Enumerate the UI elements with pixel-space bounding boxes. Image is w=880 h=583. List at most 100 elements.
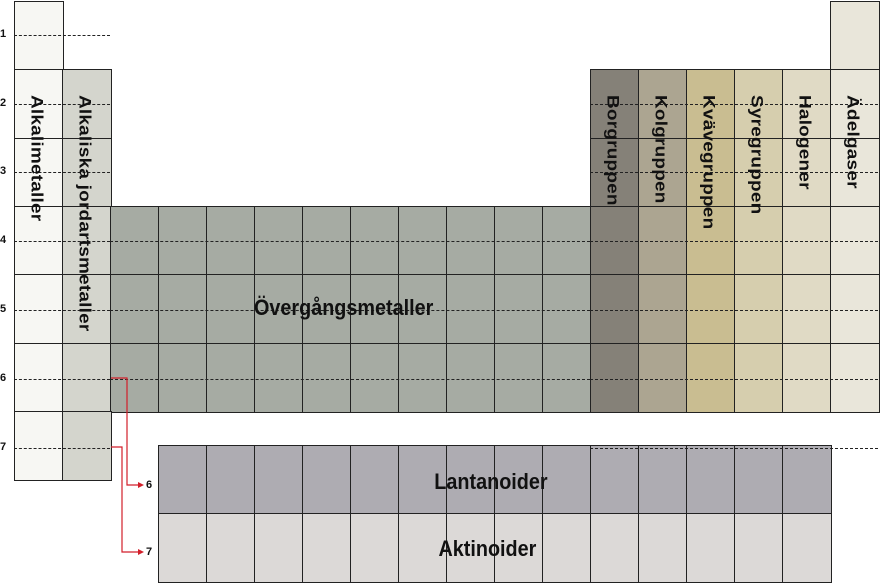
period-number: 4 [0,234,7,246]
element-cell-p6-g6 [254,343,304,413]
period-guide-line [590,379,878,380]
element-cell-p5-g6 [254,274,304,345]
element-cell-p5-g12 [542,274,592,345]
element-cell-p6-g14 [638,343,688,413]
group-label-nitrogen-group: Kvävegruppen [699,95,718,230]
element-cell-p6-g13 [590,343,640,413]
actinide-cell [158,513,208,583]
element-cell-p4-g8 [350,206,400,276]
period-number: 7 [0,441,7,453]
group-label-alkali-metals: Alkalimetaller [27,95,46,222]
lanthanide-cell [254,445,304,515]
element-cell-p4-g12 [542,206,592,276]
element-cell-p6-g1 [14,343,64,413]
element-cell-p6-g4 [158,343,208,413]
element-cell-p5-g14 [638,274,688,345]
period-guide-line [590,104,878,105]
element-cell-p4-g2 [62,206,112,276]
lanthanide-cell [398,445,448,515]
actinide-cell [542,513,592,583]
group-label-halogens: Halogener [795,95,814,190]
lanthanide-cell [302,445,352,515]
actinide-cell [590,513,640,583]
element-cell-p6-g11 [494,343,544,413]
lanthanide-cell [590,445,640,515]
period-guide-line [14,379,110,380]
lanthanide-period-number: 6 [146,479,153,491]
element-cell-p5-g3 [110,274,160,345]
element-cell-p6-g17 [782,343,832,413]
period-guide-line [110,379,590,380]
group-label-carbon-group: Kolgruppen [651,95,670,204]
element-cell-p7-g1 [14,411,64,481]
period-number: 3 [0,165,7,177]
period-number: 5 [0,303,7,315]
period-number: 2 [0,97,7,109]
actinide-cell [446,513,496,583]
actinide-cell [302,513,352,583]
period-guide-line [14,241,110,242]
actinide-cell [398,513,448,583]
element-cell-p6-g16 [734,343,784,413]
lanthanide-cell [542,445,592,515]
group-label-noble-gases: Ädelgaser [843,95,862,189]
period-guide-line [14,104,110,105]
actinide-cell [494,513,544,583]
element-cell-p6-g18 [830,343,880,413]
element-cell-p4-g17 [782,206,832,276]
element-cell-p4-g3 [110,206,160,276]
group-label-transition-metals: Övergångsmetaller [253,295,434,320]
element-cell-p4-g11 [494,206,544,276]
group-label-oxygen-group: Syregruppen [747,95,766,215]
group-label-alkaline-earth-metals: Alkaliska jordartsmetaller [75,95,94,332]
period-guide-line [590,310,878,311]
element-cell-p6-g3 [110,343,160,413]
lanthanide-cell [206,445,256,515]
element-cell-p6-g10 [446,343,496,413]
element-cell-p5-g13 [590,274,640,345]
element-cell-p4-g6 [254,206,304,276]
period-number: 1 [0,28,7,40]
element-cell-p7-g2 [62,411,112,481]
series-label-actinides: Aktinoider [438,536,537,561]
actinide-cell [686,513,736,583]
element-cell-p6-g7 [302,343,352,413]
element-cell-p5-g1 [14,274,64,345]
element-cell-p5-g18 [830,274,880,345]
lanthanide-cell [734,445,784,515]
period-guide-line [14,172,110,173]
period-guide-line [590,448,878,449]
lanthanide-cell [350,445,400,515]
series-label-lanthanides: Lantanoider [434,469,548,494]
period-guide-line [14,448,110,449]
period-guide-line [14,310,110,311]
period-guide-line [590,241,878,242]
element-cell-p1-g18 [830,1,880,71]
element-cell-p6-g15 [686,343,736,413]
element-cell-p6-g5 [206,343,256,413]
element-cell-p5-g10 [446,274,496,345]
group-label-boron-group: Borgruppen [603,95,622,206]
actinide-period-number: 7 [146,546,153,558]
period-number: 6 [0,372,7,384]
actinide-cell [734,513,784,583]
lanthanide-cell [782,445,832,515]
period-guide-line [110,310,590,311]
period-guide-line [14,35,110,36]
element-cell-p4-g18 [830,206,880,276]
period-guide-line [110,241,590,242]
element-cell-p4-g10 [446,206,496,276]
actinide-cell [254,513,304,583]
actinide-cell [638,513,688,583]
actinide-cell [206,513,256,583]
period-guide-line [590,172,878,173]
element-cell-p6-g2 [62,343,112,413]
actinide-cell [782,513,832,583]
element-cell-p6-g9 [398,343,448,413]
lanthanide-cell [638,445,688,515]
actinide-cell [350,513,400,583]
lanthanide-cell [686,445,736,515]
element-cell-p5-g7 [302,274,352,345]
element-cell-p6-g12 [542,343,592,413]
